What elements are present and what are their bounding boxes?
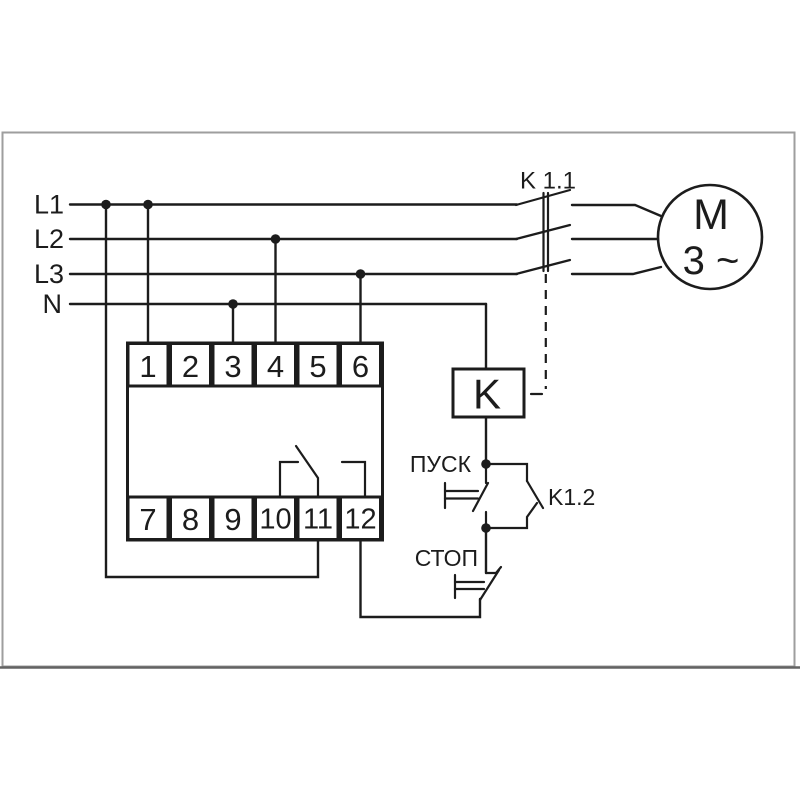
terminal-4-label: 4 (267, 349, 284, 384)
k12-bottom-lead (484, 501, 539, 530)
power-lines: L1 L2 L3 N (34, 190, 519, 319)
contactor-coil: K (451, 302, 526, 466)
terminal-10 (254, 495, 297, 541)
lower-wiring (104, 203, 482, 619)
contactor-main-contact-k11: K 1.1 (514, 168, 576, 396)
terminal-9-label: 9 (224, 502, 241, 537)
label-l1: L1 (34, 190, 64, 220)
terminal-row-top: 1 2 3 4 5 6 (126, 342, 382, 388)
terminal-3 (211, 342, 255, 388)
terminal-8 (169, 495, 212, 541)
start-button-symbol (443, 462, 490, 530)
terminal-7-label: 7 (139, 502, 156, 537)
contact-blade-11 (294, 444, 320, 499)
stop-button-symbol (453, 565, 503, 602)
stop-label: СТОП (415, 545, 478, 571)
coil-box (451, 367, 526, 419)
terminal-9 (211, 495, 255, 541)
terminal-2-label: 2 (182, 349, 199, 384)
label-n: N (43, 289, 63, 319)
motor-wire-3 (570, 265, 663, 276)
wire-l1-to-t11 (104, 203, 320, 579)
k12-top-lead (484, 462, 529, 483)
motor-phase-label: 3 ~ (683, 239, 740, 283)
motor-label: M (693, 191, 729, 239)
terminal-5 (296, 342, 340, 388)
motor-wire-1 (570, 203, 663, 218)
terminal-3-label: 3 (224, 349, 241, 384)
terminal-10-label: 10 (259, 504, 291, 536)
k12-blade (525, 479, 545, 510)
terminal-2 (169, 342, 212, 388)
terminal-6 (339, 342, 382, 388)
label-l3: L3 (34, 259, 64, 289)
terminal-1-label: 1 (139, 349, 156, 384)
terminal-row-bottom: 7 8 9 10 11 12 (126, 495, 382, 541)
start-label: ПУСК (410, 451, 472, 477)
terminal-12-label: 12 (344, 504, 376, 536)
motor: M 3 ~ (656, 183, 764, 291)
supply-to-terminal-wires (146, 203, 362, 345)
latch-contact-k12: K1.2 (484, 462, 595, 530)
wire-t12-to-stop (359, 538, 482, 619)
label-l2: L2 (34, 224, 64, 254)
terminal-8-label: 8 (182, 502, 199, 537)
coil-label: K (473, 371, 501, 418)
start-blade (471, 481, 490, 513)
stop-button-circuit: СТОП (415, 526, 503, 602)
terminal-6-label: 6 (352, 349, 369, 384)
terminal-7 (126, 495, 170, 541)
terminal-12 (339, 495, 382, 541)
contact-fixed-10 (278, 460, 300, 499)
contact-fixed-12 (340, 460, 367, 499)
relay-device: 1 2 3 4 5 6 7 8 9 10 11 12 (126, 341, 384, 542)
diagram-frame (0, 131, 800, 669)
terminal-5-label: 5 (309, 349, 326, 384)
label-k12: K1.2 (548, 484, 595, 510)
motor-circle (656, 183, 764, 291)
terminal-4 (254, 342, 297, 388)
stop-blade (478, 568, 501, 602)
terminal-1 (126, 342, 170, 388)
terminal-11-label: 11 (303, 504, 333, 536)
relay-internal-contact (278, 444, 367, 499)
start-button-circuit: ПУСК K1.2 (410, 451, 595, 533)
motor-feed-wires (570, 203, 663, 276)
